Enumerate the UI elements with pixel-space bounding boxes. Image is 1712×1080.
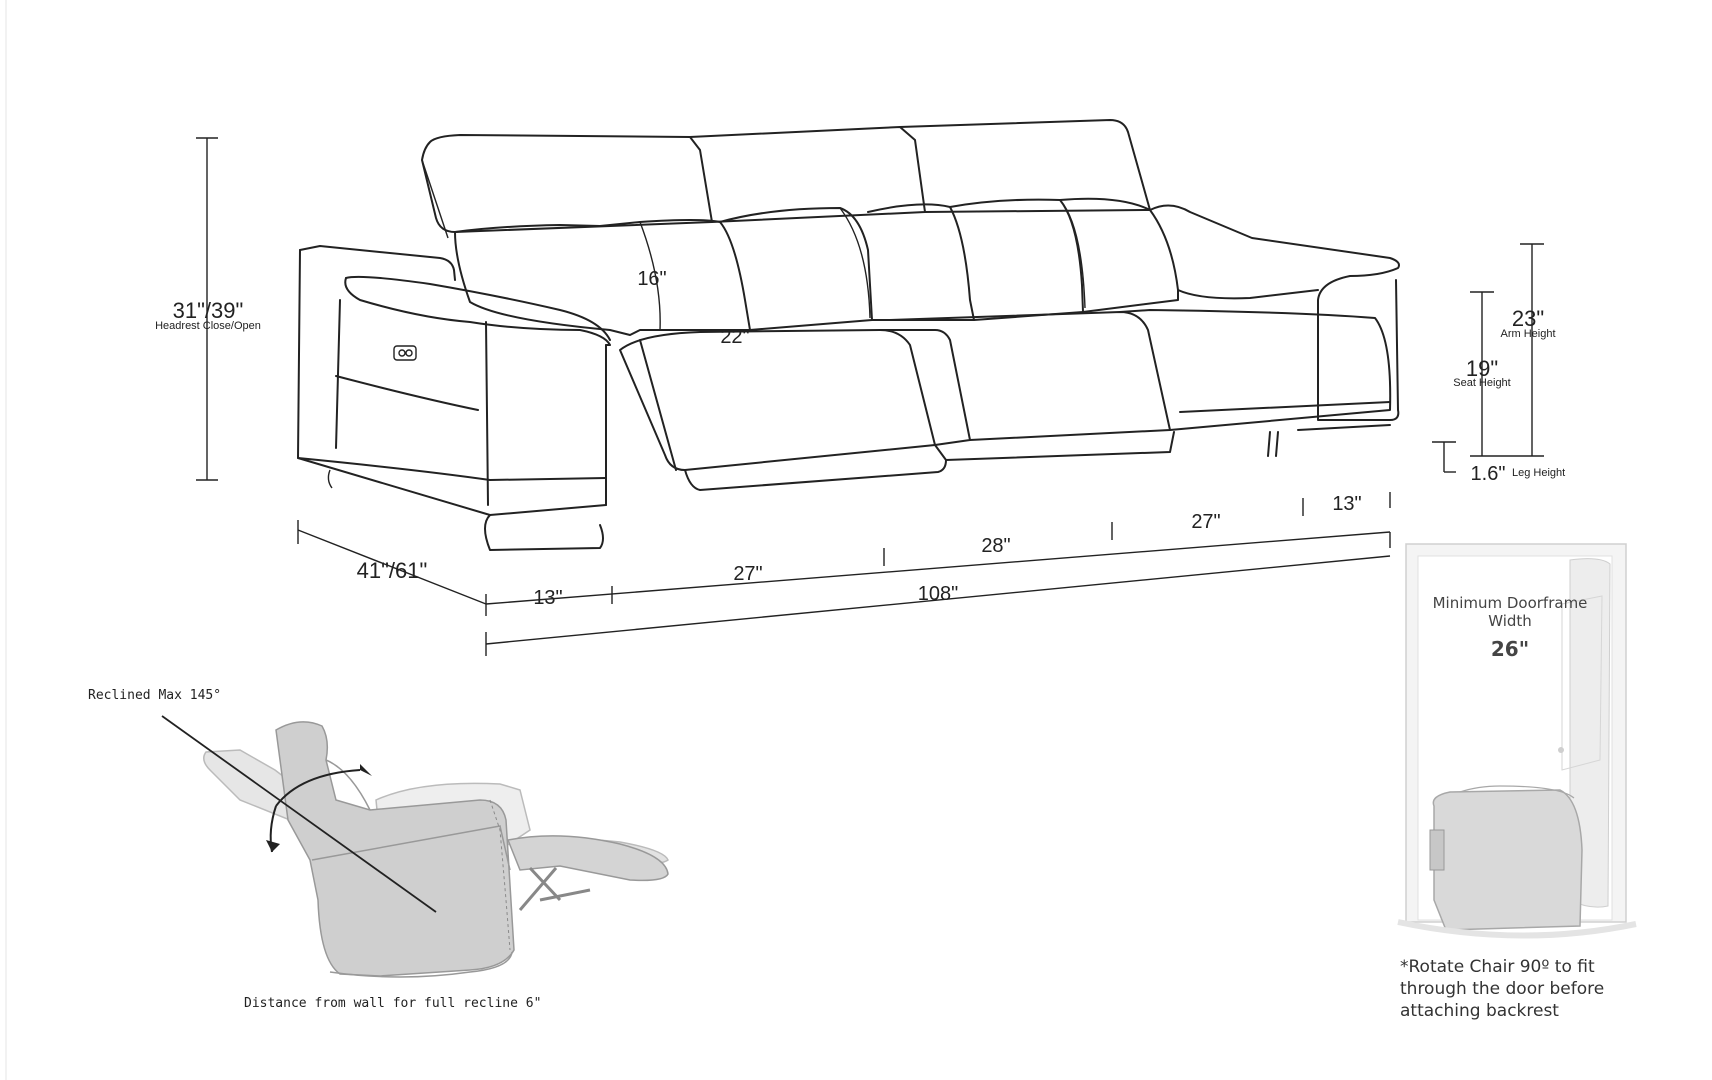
backrest-height-label: 16" xyxy=(637,268,666,290)
arm-height-caption: Arm Height xyxy=(1500,328,1555,340)
depth-label: 41"/61" xyxy=(357,558,428,583)
seat-depth-label: 22" xyxy=(720,326,749,348)
arm-height-label: 23" xyxy=(1512,306,1544,331)
back-width-middle: 28" xyxy=(981,535,1010,557)
sofa-drawing xyxy=(297,119,1400,551)
rotate-note-line1: *Rotate Chair 90º to fit xyxy=(1400,957,1595,977)
rotate-note-line3: attaching backrest xyxy=(1400,1001,1559,1021)
headrest-height-label: 31"/39" xyxy=(173,298,244,323)
headrest-height-caption: Headrest Close/Open xyxy=(155,320,261,332)
front-width-second: 27" xyxy=(733,563,762,585)
doorframe-title-line2: Width xyxy=(1488,612,1532,630)
total-width-label: 108" xyxy=(918,583,958,605)
leg-height-label: 1.6" xyxy=(1471,463,1506,485)
dimension-lines xyxy=(196,137,1544,656)
recliner-illustration xyxy=(161,715,669,978)
doorframe-title-line1: Minimum Doorframe xyxy=(1433,594,1588,612)
leg-height-caption: Leg Height xyxy=(1512,467,1565,479)
doorframe-width-value: 26" xyxy=(1491,637,1529,661)
back-width-right: 13" xyxy=(1332,493,1361,515)
wall-distance-label: Distance from wall for full recline 6" xyxy=(244,996,541,1011)
doorframe-illustration xyxy=(1397,543,1637,939)
seat-height-label: 19" xyxy=(1466,356,1498,381)
seat-height-caption: Seat Height xyxy=(1453,377,1510,389)
sofa-dimension-labels: 31"/39" Headrest Close/Open 16" 22" 23" … xyxy=(155,268,1565,609)
back-width-second: 27" xyxy=(1191,511,1220,533)
rotate-note-line2: through the door before xyxy=(1400,979,1604,999)
front-width-left: 13" xyxy=(533,587,562,609)
recline-angle-label: Reclined Max 145° xyxy=(88,688,221,703)
